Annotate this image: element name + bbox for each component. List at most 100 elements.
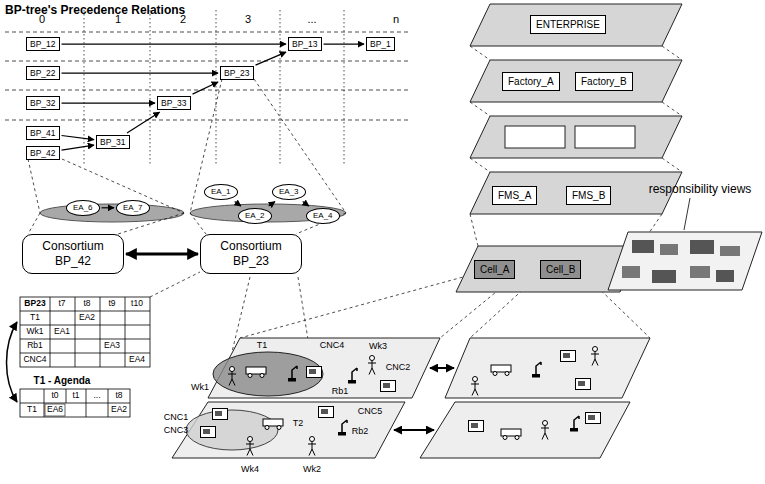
node-text: BP_22 bbox=[30, 68, 56, 78]
node-text: Consortium BP_42 bbox=[31, 239, 115, 269]
business-process-box: BP_22 bbox=[26, 66, 60, 80]
node-text: Cell_B bbox=[546, 263, 575, 276]
activity-ellipse: EA_4 bbox=[306, 208, 340, 224]
resource-name: CNC3 bbox=[164, 426, 189, 436]
business-process-box: BP_42 bbox=[26, 146, 60, 160]
table-cell: EA2 bbox=[79, 313, 95, 322]
step-number: ... bbox=[307, 13, 316, 25]
interaction-arrow bbox=[126, 253, 198, 256]
table-cell: ... bbox=[93, 391, 100, 400]
table-cell: T1 bbox=[30, 313, 40, 322]
node-text: BP_23 bbox=[224, 68, 250, 78]
resource-name: CNC1 bbox=[164, 413, 189, 423]
business-process-box: BP_12 bbox=[26, 37, 60, 51]
step-number: 1 bbox=[115, 13, 121, 25]
node-text: EA_6 bbox=[73, 203, 93, 213]
business-process-box: BP_32 bbox=[26, 96, 60, 110]
activity-ellipse: EA_6 bbox=[66, 200, 100, 216]
node-text: Factory_B bbox=[581, 75, 627, 88]
node-text: Cell_A bbox=[480, 263, 509, 276]
hierarchy-plane bbox=[456, 4, 682, 292]
table-cell: t7 bbox=[58, 299, 65, 308]
resource-name: Wk3 bbox=[369, 342, 387, 352]
precedence-arrow bbox=[62, 136, 94, 140]
table-cell: t1 bbox=[72, 391, 79, 400]
bp23-table bbox=[20, 297, 150, 367]
table-cell: Rb1 bbox=[27, 341, 43, 350]
node-text: BP_1 bbox=[370, 39, 391, 49]
precedence-arrow bbox=[324, 43, 364, 44]
precedence-arrow bbox=[269, 202, 275, 206]
node-text: BP_32 bbox=[30, 98, 56, 108]
responsibility-view-plane bbox=[608, 198, 762, 290]
hierarchy-box: ENTERPRISE bbox=[530, 15, 606, 34]
activity-ellipse: EA_2 bbox=[238, 208, 272, 224]
precedence-arrow bbox=[256, 52, 286, 65]
node-text: FMS_B bbox=[572, 189, 605, 202]
resource-name: T1 bbox=[257, 341, 268, 351]
business-process-box: BP_1 bbox=[366, 37, 395, 51]
shop-floor-resource bbox=[201, 347, 601, 456]
business-process-box: BP_23 bbox=[220, 66, 254, 80]
resource-name: CNC5 bbox=[358, 407, 383, 417]
activity-ellipse: EA_3 bbox=[272, 184, 306, 200]
hierarchy-box: Factory_A bbox=[502, 72, 560, 91]
table-cell: EA2 bbox=[111, 405, 127, 414]
hierarchy-box: Factory_B bbox=[575, 72, 633, 91]
precedence-arrow bbox=[303, 202, 309, 206]
table-cell: t9 bbox=[108, 299, 115, 308]
node-text: BP_41 bbox=[30, 128, 56, 138]
precedence-arrow bbox=[102, 207, 114, 208]
table-cell: EA3 bbox=[104, 341, 120, 350]
resource-name: Rb1 bbox=[332, 387, 349, 397]
business-process-box: BP_13 bbox=[288, 37, 322, 51]
node-text: BP_12 bbox=[30, 39, 56, 49]
table-cell: EA4 bbox=[129, 355, 145, 364]
precedence-arrow bbox=[235, 202, 241, 206]
node-text: BP_33 bbox=[161, 98, 187, 108]
exchange-arrow bbox=[7, 322, 18, 402]
resource-name: T2 bbox=[293, 419, 304, 429]
hierarchy-box: Cell_A bbox=[474, 260, 515, 279]
annotation: responsibility views bbox=[649, 183, 752, 196]
resource-name: Wk1 bbox=[191, 383, 209, 393]
shop-floor-plane bbox=[172, 338, 650, 458]
diagram-title: BP-tree's Precedence Relations bbox=[5, 3, 185, 17]
node-text: Factory_A bbox=[508, 75, 554, 88]
precedence-arrow bbox=[62, 43, 286, 44]
step-number: 3 bbox=[245, 13, 251, 25]
activity-ellipse: EA_7 bbox=[116, 200, 150, 216]
node-text: EA_3 bbox=[279, 187, 299, 197]
hierarchy-box: FMS_B bbox=[566, 186, 611, 205]
agenda-table bbox=[20, 389, 130, 417]
consortium-box: Consortium BP_42 bbox=[22, 234, 124, 274]
table-cell: EA6 bbox=[47, 405, 63, 414]
business-process-box: BP_33 bbox=[157, 96, 191, 110]
node-text: EA_1 bbox=[211, 187, 231, 197]
precedence-arrow bbox=[62, 72, 218, 73]
node-text: ENTERPRISE bbox=[536, 18, 600, 31]
table-cell: t8 bbox=[115, 391, 122, 400]
resource-name: Wk4 bbox=[241, 465, 259, 475]
node-text: EA_4 bbox=[313, 211, 333, 221]
precedence-arrow bbox=[62, 102, 155, 103]
node-text: FMS_A bbox=[498, 189, 531, 202]
table-cell: EA1 bbox=[54, 327, 70, 336]
node-text: BP_31 bbox=[100, 137, 126, 147]
table-cell: t8 bbox=[83, 299, 90, 308]
exchange-arrow bbox=[394, 368, 454, 430]
table-cell: CNC4 bbox=[23, 355, 46, 364]
node-text: EA_2 bbox=[245, 211, 265, 221]
step-number: 2 bbox=[180, 13, 186, 25]
node-text: EA_7 bbox=[123, 203, 143, 213]
table-cell: BP23 bbox=[24, 299, 45, 308]
resource-name: CNC2 bbox=[386, 363, 411, 373]
table-cell: Wk1 bbox=[27, 327, 44, 336]
node-text: BP_13 bbox=[292, 39, 318, 49]
precedence-arrow bbox=[127, 112, 160, 133]
hierarchy-box: FMS_A bbox=[492, 186, 537, 205]
step-number: 0 bbox=[39, 13, 45, 25]
table-cell: t10 bbox=[131, 299, 143, 308]
table-cell: T1 - Agenda bbox=[34, 375, 91, 386]
step-number: n bbox=[393, 13, 399, 25]
